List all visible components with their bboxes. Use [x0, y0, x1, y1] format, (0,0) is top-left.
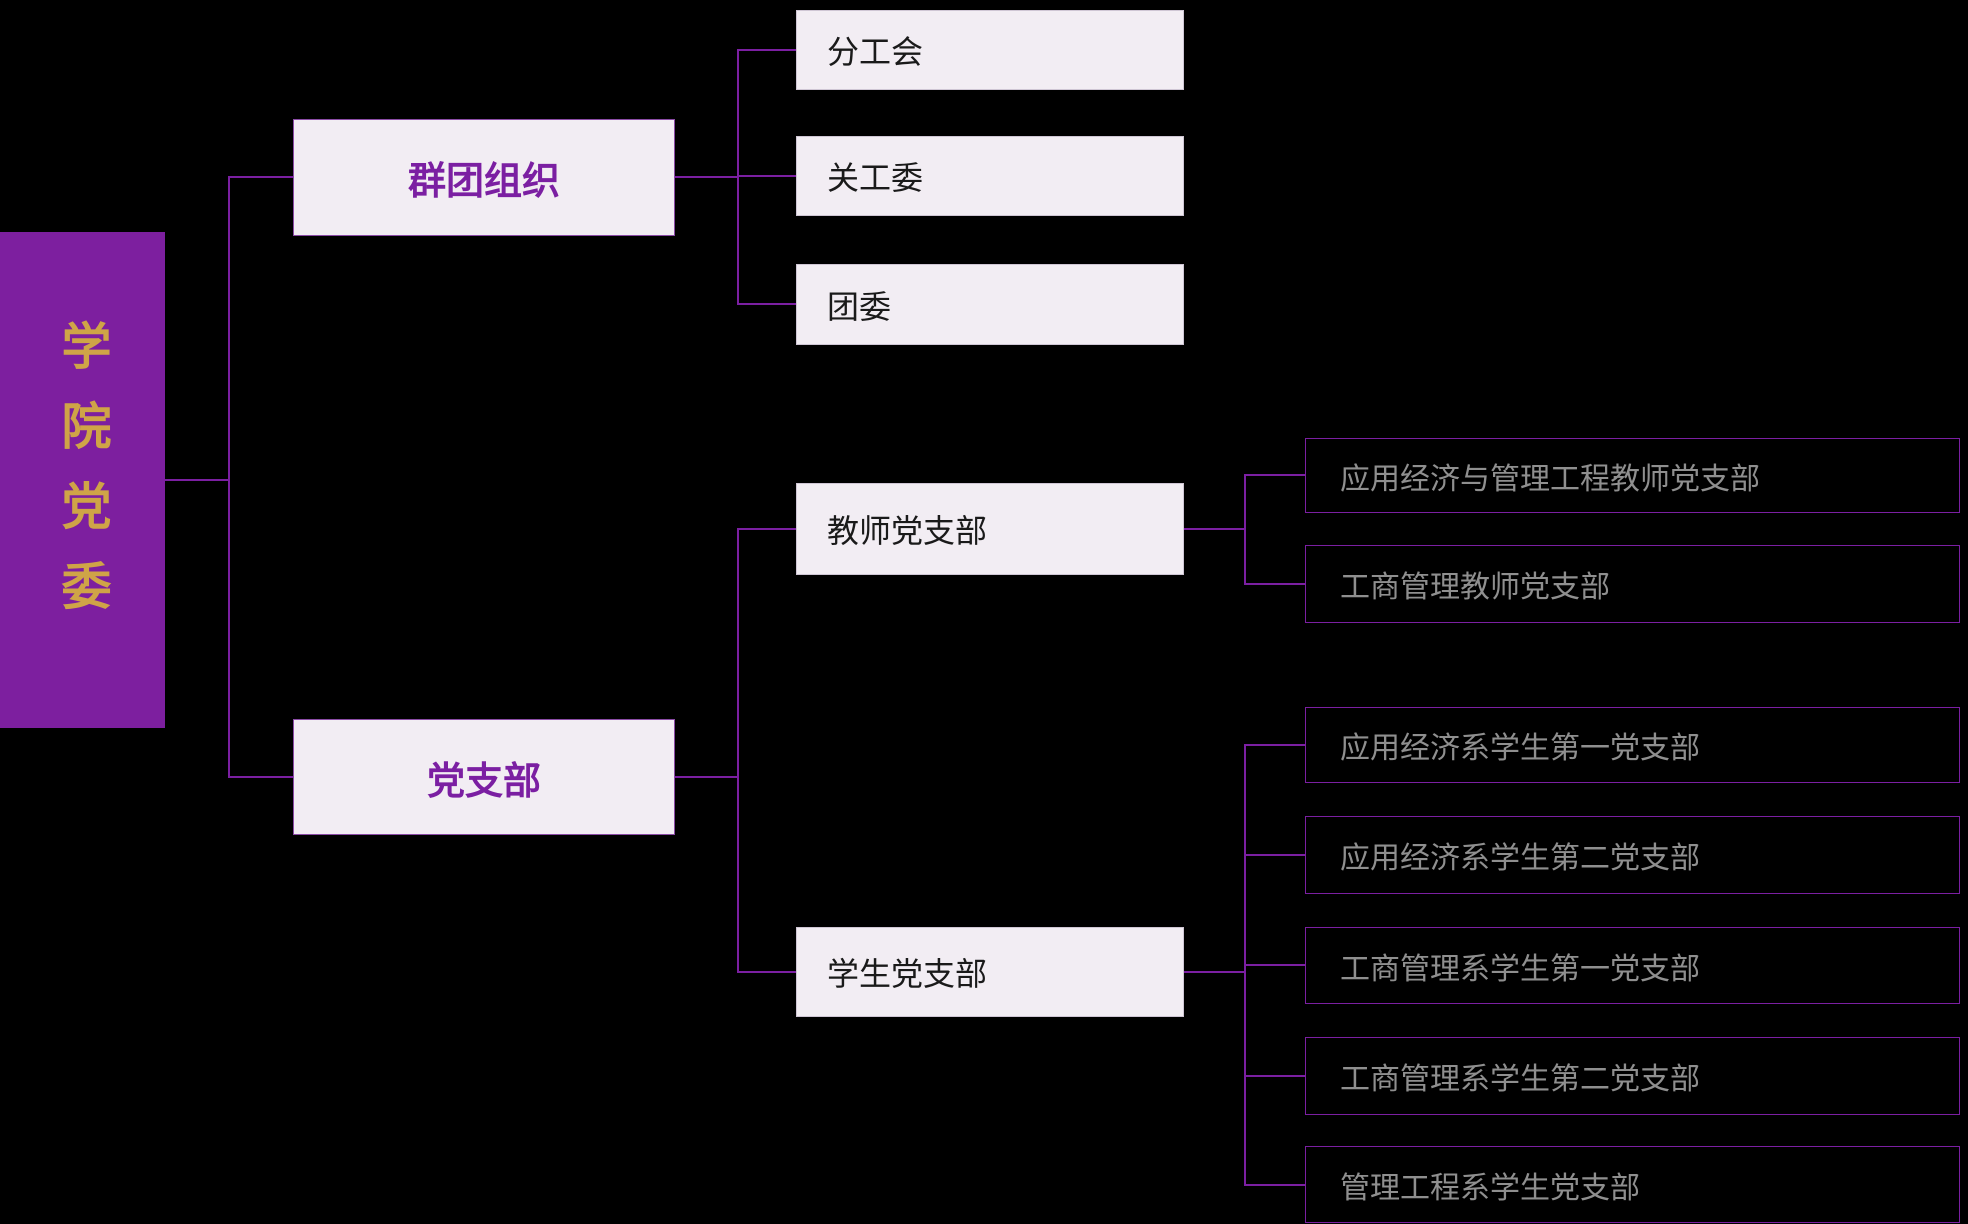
connector-line	[1244, 474, 1246, 585]
connector-line	[738, 971, 796, 973]
node-teacher-party-branch: 教师党支部	[796, 483, 1184, 575]
leaf-applied-econ-mgmt-eng-teacher-branch: 应用经济与管理工程教师党支部	[1305, 438, 1960, 513]
node-label: 学生党支部	[827, 956, 988, 992]
connector-line	[675, 776, 739, 778]
node-label: 关工委	[827, 160, 924, 196]
node-label: 分工会	[827, 34, 924, 70]
connector-line	[737, 528, 739, 973]
node-student-party-branch: 学生党支部	[796, 927, 1184, 1017]
connector-line	[1184, 971, 1245, 973]
node-label: 应用经济系学生第一党支部	[1340, 732, 1700, 765]
node-label: 工商管理系学生第一党支部	[1340, 952, 1700, 986]
connector-line	[738, 303, 796, 305]
node-label: 应用经济与管理工程教师党支部	[1340, 462, 1760, 496]
connector-line	[228, 176, 230, 778]
connector-line	[1245, 1075, 1305, 1077]
node-college-party-committee: 学院党委	[0, 232, 165, 728]
leaf-business-admin-student-branch-1: 工商管理系学生第一党支部	[1305, 927, 1960, 1004]
connector-line	[1245, 744, 1305, 746]
node-mass-organizations: 群团组织	[293, 119, 675, 236]
connector-line	[738, 49, 796, 51]
connector-line	[1245, 964, 1305, 966]
node-label: 应用经济系学生第二党支部	[1340, 842, 1700, 875]
node-label: 群团组织	[407, 161, 560, 203]
node-label: 教师党支部	[827, 513, 988, 549]
connector-line	[1245, 583, 1305, 585]
connector-line	[737, 49, 739, 305]
node-label: 党支部	[426, 760, 541, 803]
node-label: 团委	[827, 288, 892, 325]
node-label: 工商管理教师党支部	[1340, 571, 1610, 604]
connector-line	[738, 175, 796, 177]
connector-line	[165, 479, 229, 481]
connector-line	[229, 776, 293, 778]
connector-line	[1245, 854, 1305, 856]
leaf-applied-econ-student-branch-1: 应用经济系学生第一党支部	[1305, 707, 1960, 783]
connector-line	[738, 528, 796, 530]
connector-line	[1184, 528, 1245, 530]
node-sub-union: 分工会	[796, 10, 1184, 90]
node-youth-league: 团委	[796, 264, 1184, 345]
node-label: 管理工程系学生党支部	[1340, 1171, 1640, 1205]
node-label: 学院党委	[54, 320, 111, 640]
connector-line	[1245, 1184, 1305, 1186]
leaf-business-admin-teacher-branch: 工商管理教师党支部	[1305, 545, 1960, 623]
leaf-mgmt-eng-student-branch: 管理工程系学生党支部	[1305, 1146, 1960, 1223]
node-label: 工商管理系学生第二党支部	[1340, 1063, 1700, 1096]
leaf-business-admin-student-branch-2: 工商管理系学生第二党支部	[1305, 1037, 1960, 1115]
node-party-branch: 党支部	[293, 719, 675, 835]
leaf-applied-econ-student-branch-2: 应用经济系学生第二党支部	[1305, 816, 1960, 894]
connector-line	[675, 176, 739, 178]
node-care-committee: 关工委	[796, 136, 1184, 216]
connector-line	[1245, 474, 1305, 476]
connector-line	[229, 176, 293, 178]
